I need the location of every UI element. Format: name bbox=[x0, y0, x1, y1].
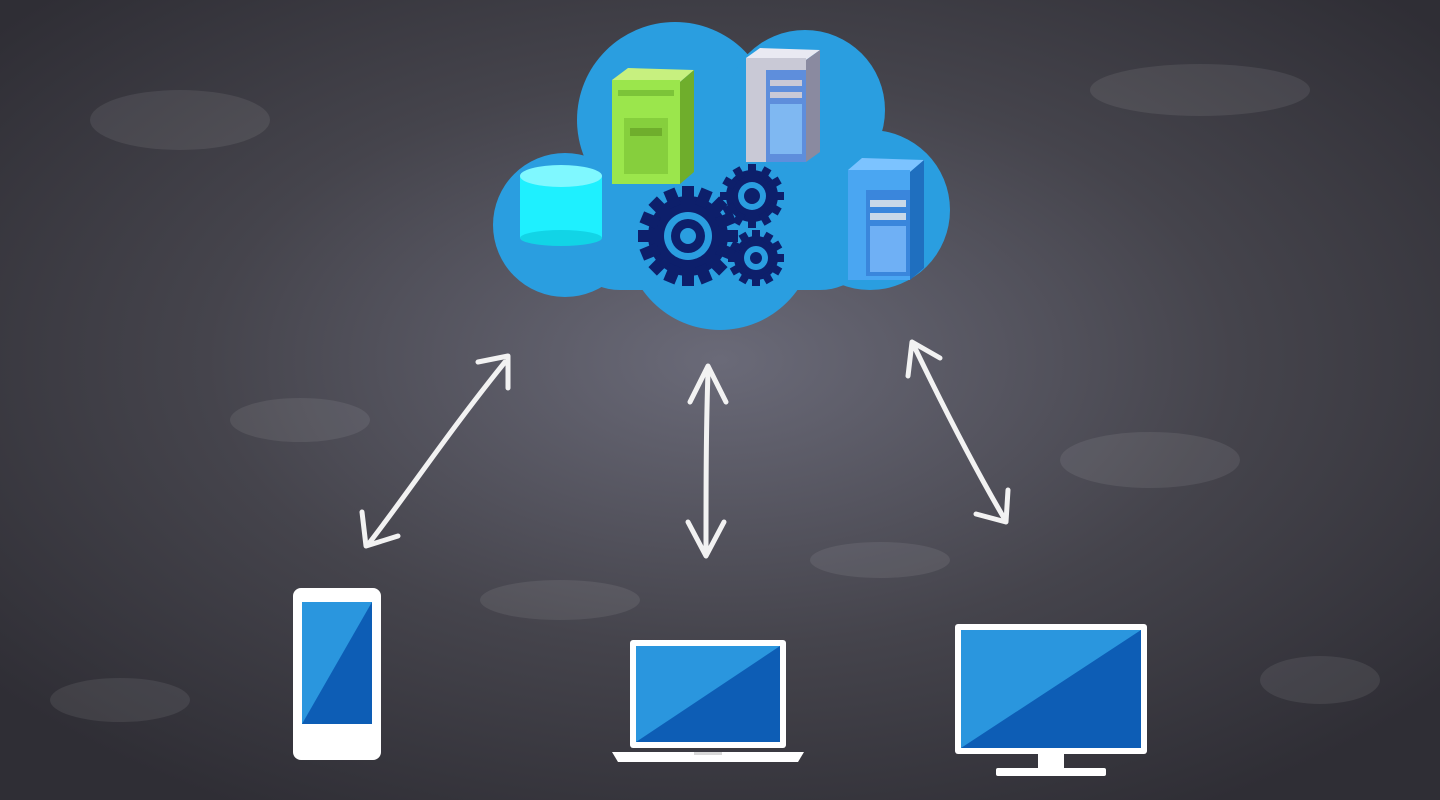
top-gear bbox=[720, 164, 784, 228]
blue-server-icon bbox=[848, 158, 924, 280]
laptop-connection-arrow bbox=[685, 363, 729, 559]
smartphone-connection-arrow bbox=[359, 353, 511, 549]
chalk-texture bbox=[50, 64, 1380, 722]
bottom-gear bbox=[728, 230, 784, 286]
database-icon bbox=[520, 165, 602, 246]
green-server-icon bbox=[612, 68, 694, 184]
desktop-monitor-icon bbox=[955, 624, 1147, 776]
smartphone-icon bbox=[293, 588, 381, 760]
gears-icon bbox=[638, 164, 784, 286]
desktop-connection-arrow bbox=[905, 339, 1011, 525]
gray-server-icon bbox=[746, 48, 820, 162]
laptop-icon bbox=[612, 640, 804, 762]
large-gear bbox=[638, 186, 738, 286]
